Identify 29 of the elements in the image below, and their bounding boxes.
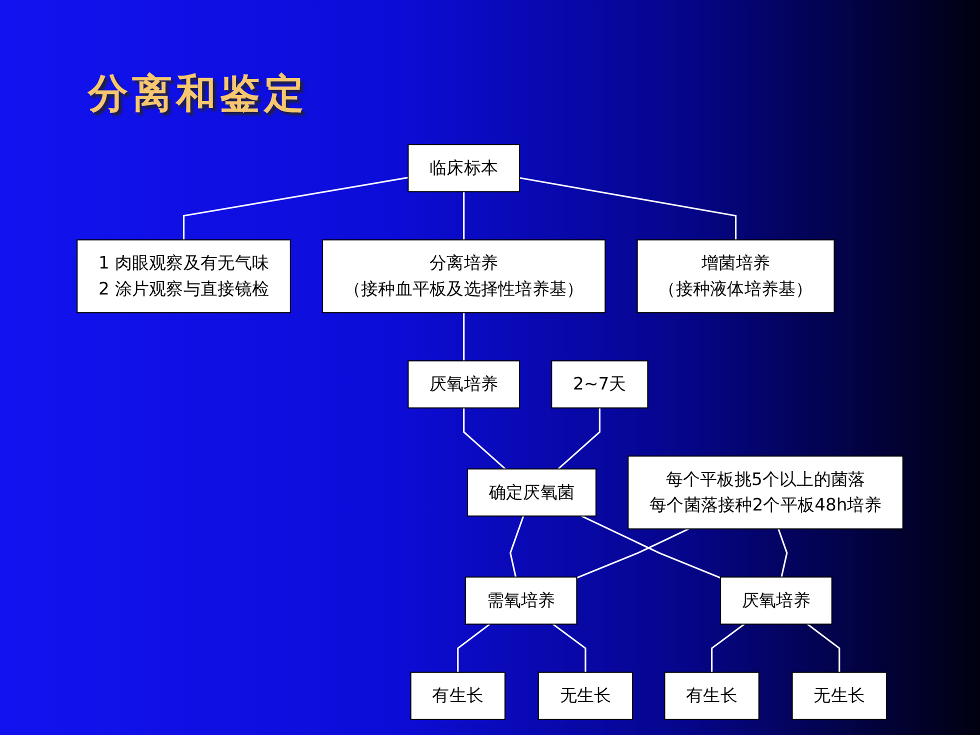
- connector-line: [463, 312, 465, 361]
- connector-line: [576, 528, 690, 579]
- process-box: 每个平板挑5个以上的菌落 每个菌落接种2个平板48h培养: [628, 456, 904, 530]
- connector-line: [463, 408, 506, 470]
- slide-title: 分离和鉴定: [88, 69, 308, 119]
- connector-line: [581, 515, 721, 579]
- process-box: 临床标本: [408, 144, 520, 192]
- connector-line: [558, 408, 600, 470]
- connector-line: [806, 624, 840, 672]
- connector-line: [778, 528, 788, 578]
- process-box: 1 肉眼观察及有无气味 2 涂片观察与直接镜检: [76, 239, 291, 314]
- connector-line: [519, 177, 737, 240]
- process-box: 无生长: [538, 672, 634, 720]
- connector-line: [463, 192, 465, 240]
- connector-line: [182, 176, 408, 240]
- connector-line: [510, 516, 524, 578]
- connector-line: [711, 624, 745, 672]
- process-box: 分离培养 （接种血平板及选择性培养基）: [322, 239, 606, 314]
- process-box: 需氧培养: [464, 576, 578, 625]
- process-box: 无生长: [792, 672, 887, 720]
- process-box: 有生长: [410, 672, 506, 720]
- process-box: 增菌培养 （接种液体培养基）: [636, 239, 835, 314]
- process-box: 厌氧培养: [720, 576, 832, 625]
- process-box: 2~7天: [551, 360, 648, 408]
- process-box: 有生长: [664, 672, 760, 720]
- process-box: 厌氧培养: [408, 360, 520, 408]
- connector-line: [457, 624, 490, 672]
- connector-line: [552, 624, 586, 672]
- process-box: 确定厌氧菌: [467, 468, 597, 517]
